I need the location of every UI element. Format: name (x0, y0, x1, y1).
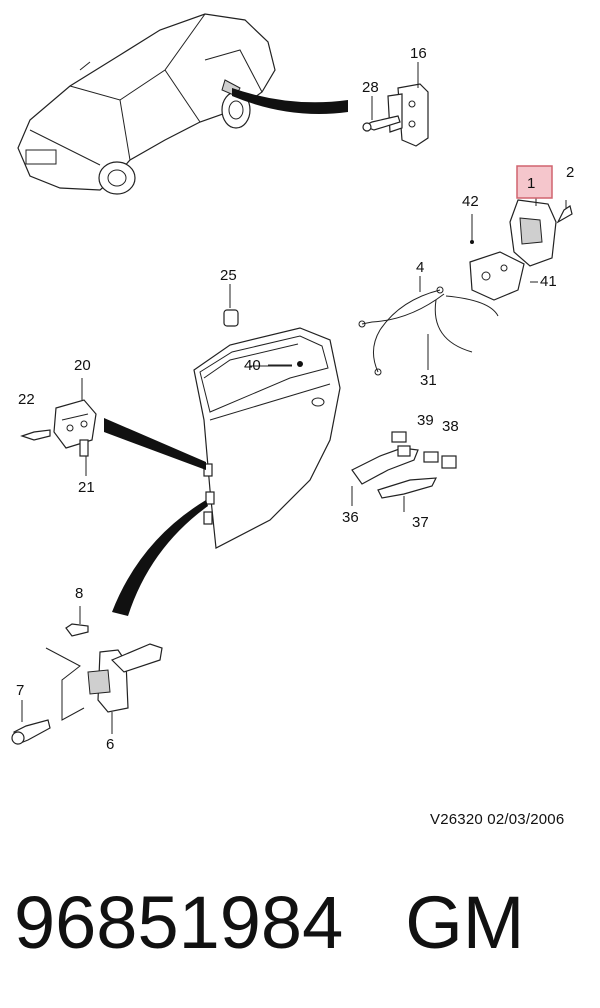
callout-16: 16 (410, 45, 427, 62)
door (193, 327, 341, 549)
callout-41: 41 (540, 273, 557, 290)
callout-36: 36 (342, 509, 359, 526)
callout-21: 21 (78, 479, 95, 496)
callout-2: 2 (566, 164, 574, 181)
callout-8: 8 (75, 585, 83, 602)
callout-25: 25 (220, 267, 237, 284)
callout-1-highlight (516, 165, 553, 199)
lock-assembly (469, 196, 573, 301)
car-leader (232, 88, 348, 114)
callout-22: 22 (18, 391, 35, 408)
hinge-20 (20, 378, 97, 476)
door-leader-upper (104, 418, 206, 470)
bumper-25 (223, 284, 239, 327)
callout-7: 7 (16, 682, 24, 699)
callout-37: 37 (412, 514, 429, 531)
callout-6: 6 (106, 736, 114, 753)
part-number: 96851984 (14, 881, 344, 964)
car-illustration (17, 13, 276, 195)
callout-28: 28 (362, 79, 379, 96)
callout-40: 40 (244, 357, 261, 374)
diagram-reference: V26320 02/03/2006 (430, 811, 565, 828)
cables (358, 276, 499, 376)
parts-diagram: 1 2 4 6 7 8 16 20 21 22 25 28 31 36 37 3… (11, 13, 574, 753)
callout-20: 20 (74, 357, 91, 374)
handles (351, 431, 457, 512)
callout-4: 4 (416, 259, 424, 276)
brand-label: GM (405, 881, 525, 964)
callout-39: 39 (417, 412, 434, 429)
door-leader-lower (112, 500, 208, 616)
footer-caption: 96851984 GM (14, 880, 524, 965)
callout-31: 31 (420, 372, 437, 389)
callout-38: 38 (442, 418, 459, 435)
bolt-28 (362, 96, 401, 132)
door-check (11, 606, 163, 745)
callout-42: 42 (462, 193, 479, 210)
hinge-16 (387, 62, 429, 147)
callout-1: 1 (527, 175, 535, 192)
